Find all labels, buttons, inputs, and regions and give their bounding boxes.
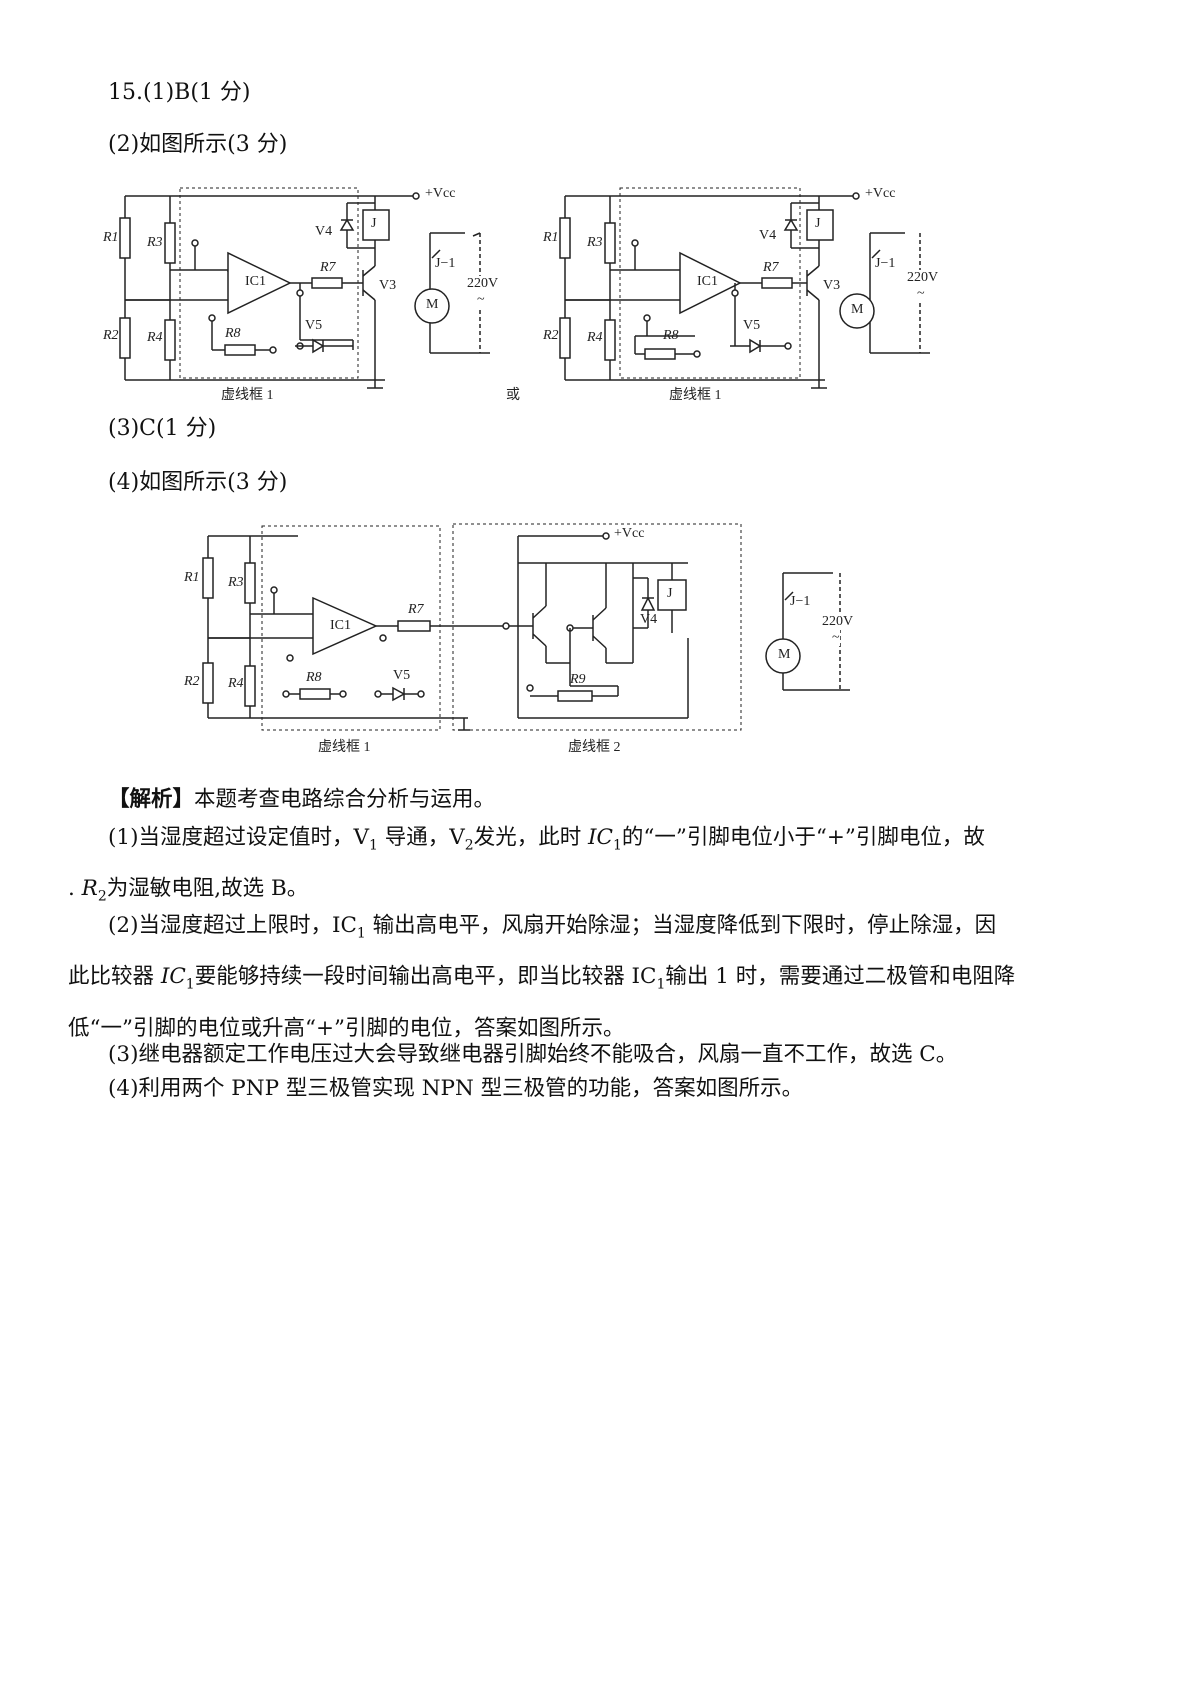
label-r8-bottom: R8 bbox=[306, 670, 322, 685]
paragraph-2-line-2: 此比较器 IC1要能够持续一段时间输出高电平，即当比较器 IC1输出 1 时，需… bbox=[68, 955, 1148, 1006]
paragraph-2-line-1: (2)当湿度超过上限时，IC1 输出高电平，风扇开始除湿；当湿度降低到下限时，停… bbox=[68, 904, 1148, 955]
analysis-heading: 【解析】本题考查电路综合分析与运用。 bbox=[108, 778, 495, 822]
analysis-paragraph-3: (3)继电器额定工作电压过大会导致继电器引脚始终不能吸合，风扇一直不工作，故选 … bbox=[108, 1042, 958, 1067]
p2-sub1: 1 bbox=[356, 925, 366, 942]
p1-a: (1)当湿度超过设定值时，V bbox=[108, 825, 369, 850]
answer-3: (3)C(1 分) bbox=[108, 416, 217, 441]
p1-sub2: 2 bbox=[464, 837, 474, 854]
label-vcc-bottom: +Vcc bbox=[614, 526, 645, 541]
p1-d: 的“一”引脚电位小于“+”引脚电位，故 bbox=[621, 825, 985, 850]
label-vcc-left: +Vcc bbox=[425, 186, 456, 201]
label-r3-bottom: R3 bbox=[228, 575, 244, 590]
connector-or: 或 bbox=[506, 388, 520, 403]
paragraph-1-line-2: . R2为湿敏电阻,故选 B。 bbox=[68, 867, 1148, 918]
label-ic1-bottom: IC1 bbox=[330, 618, 351, 633]
label-contact-left: J−1 bbox=[435, 256, 456, 271]
label-v4-bottom: V4 bbox=[640, 612, 658, 627]
caption-box1-bottom: 虚线框 1 bbox=[318, 740, 371, 755]
label-r8-left: R8 bbox=[225, 326, 241, 341]
p2-d: 要能够持续一段时间输出高电平，即当比较器 IC bbox=[194, 964, 657, 990]
p2-e: 输出 1 时，需要通过二极管和电阻降 bbox=[665, 964, 1016, 990]
p1-r-sub: 2 bbox=[97, 888, 107, 905]
p2-ic-sub-2: 1 bbox=[656, 976, 666, 993]
label-r2-left: R2 bbox=[103, 328, 119, 343]
p2-c: 此比较器 bbox=[68, 964, 161, 990]
p1-c: 发光，此时 bbox=[473, 825, 589, 850]
label-motor-left: M bbox=[426, 297, 439, 312]
label-v4-right: V4 bbox=[759, 228, 777, 243]
p2-ic-sub: 1 bbox=[185, 976, 195, 993]
paragraph-1-line-1: (1)当湿度超过设定值时，V1 导通，V2发光，此时 IC1的“一”引脚电位小于… bbox=[68, 816, 1148, 867]
label-v4-left: V4 bbox=[315, 224, 333, 239]
label-voltage-left: 220V bbox=[467, 276, 499, 292]
label-voltage-bottom: 220V bbox=[822, 614, 854, 630]
label-ic1-right: IC1 bbox=[697, 274, 718, 289]
answer-4: (4)如图所示(3 分) bbox=[108, 470, 288, 495]
label-r8-right: R8 bbox=[663, 328, 679, 343]
caption-box2-bottom: 虚线框 2 bbox=[568, 740, 621, 755]
analysis-heading-tag: 【解析】 bbox=[108, 787, 195, 812]
label-voltage-right: 220V bbox=[907, 270, 939, 286]
caption-box1-left: 虚线框 1 bbox=[221, 388, 274, 403]
circuit-figure-top: +Vcc R1 R3 R2 R4 IC1 R7 V3 V4 J V5 R8 J−… bbox=[95, 178, 955, 414]
label-v5-right: V5 bbox=[743, 318, 761, 333]
caption-box1-right: 虚线框 1 bbox=[669, 388, 722, 403]
p1-ic: IC bbox=[588, 825, 613, 850]
analysis-heading-text: 本题考查电路综合分析与运用。 bbox=[194, 787, 496, 812]
label-r1-right: R1 bbox=[543, 230, 559, 245]
p1-e: . bbox=[68, 876, 82, 902]
p2-a: (2)当湿度超过上限时，IC bbox=[108, 913, 357, 938]
label-r1-left: R1 bbox=[103, 230, 119, 245]
label-r7-right: R7 bbox=[763, 260, 779, 275]
label-contact-bottom: J−1 bbox=[790, 594, 811, 609]
circuit-figure-bottom: +Vcc R1 R3 R2 R4 IC1 R7 R8 V5 R9 V4 J J−… bbox=[178, 518, 878, 762]
label-v5-bottom: V5 bbox=[393, 668, 411, 683]
label-j-right: J bbox=[815, 216, 821, 231]
analysis-paragraph-1: (1)当湿度超过设定值时，V1 导通，V2发光，此时 IC1的“一”引脚电位小于… bbox=[68, 816, 1148, 919]
label-v3-right: V3 bbox=[823, 278, 841, 293]
label-r4-right: R4 bbox=[587, 330, 603, 345]
paragraph-2-line-3: 低“一”引脚的电位或升高“+”引脚的电位，答案如图所示。 bbox=[68, 1007, 1148, 1051]
p1-sub1: 1 bbox=[368, 837, 378, 854]
label-r4-bottom: R4 bbox=[228, 676, 244, 691]
p2-f: 低“一”引脚的电位或升高“+”引脚的电位，答案如图所示。 bbox=[68, 1015, 625, 1041]
analysis-paragraph-2: (2)当湿度超过上限时，IC1 输出高电平，风扇开始除湿；当湿度降低到下限时，停… bbox=[68, 904, 1148, 1051]
p2-ic: IC bbox=[160, 964, 186, 990]
label-r9-bottom: R9 bbox=[570, 672, 586, 687]
analysis-paragraph-4: (4)利用两个 PNP 型三极管实现 NPN 型三极管的功能，答案如图所示。 bbox=[108, 1076, 804, 1101]
label-r2-right: R2 bbox=[543, 328, 559, 343]
label-j-left: J bbox=[371, 216, 377, 231]
p1-r: R bbox=[81, 876, 98, 902]
label-r1-bottom: R1 bbox=[184, 570, 200, 585]
circuit-right bbox=[559, 187, 930, 389]
p2-b: 输出高电平，风扇开始除湿；当湿度降低到下限时，停止除湿，因 bbox=[365, 913, 997, 938]
label-v5-left: V5 bbox=[305, 318, 323, 333]
p1-ic-sub: 1 bbox=[613, 837, 622, 854]
p1-f: 为湿敏电阻,故选 B。 bbox=[106, 876, 309, 902]
label-r7-bottom: R7 bbox=[408, 602, 424, 617]
label-ac-bottom: ~ bbox=[832, 630, 840, 646]
circuit-left bbox=[119, 187, 490, 389]
label-ic1-left: IC1 bbox=[245, 274, 266, 289]
answer-2: (2)如图所示(3 分) bbox=[108, 132, 288, 157]
label-j-bottom: J bbox=[667, 586, 673, 601]
label-ac-right: ~ bbox=[917, 286, 925, 302]
label-motor-right: M bbox=[851, 302, 864, 317]
answer-1: 15.(1)B(1 分) bbox=[108, 80, 251, 105]
label-v3-left: V3 bbox=[379, 278, 397, 293]
p1-b: 导通，V bbox=[377, 825, 465, 850]
label-motor-bottom: M bbox=[778, 647, 791, 662]
label-r3-left: R3 bbox=[147, 235, 163, 250]
label-vcc-right: +Vcc bbox=[865, 186, 896, 201]
label-r3-right: R3 bbox=[587, 235, 603, 250]
label-r2-bottom: R2 bbox=[184, 674, 200, 689]
label-ac-left: ~ bbox=[477, 292, 485, 308]
label-r7-left: R7 bbox=[320, 260, 336, 275]
label-contact-right: J−1 bbox=[875, 256, 896, 271]
label-r4-left: R4 bbox=[147, 330, 163, 345]
